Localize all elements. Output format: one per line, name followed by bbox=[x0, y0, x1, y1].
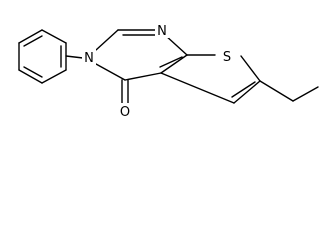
n-phenyl-bond bbox=[65, 55, 84, 59]
svg-text:S: S bbox=[223, 50, 231, 65]
atom-s: S bbox=[220, 48, 234, 65]
ethyl-group bbox=[259, 80, 319, 102]
carbonyl-bond bbox=[121, 79, 129, 105]
svg-text:O: O bbox=[120, 105, 130, 120]
molecule-structure: N N S O bbox=[18, 22, 319, 120]
atom-n1: N bbox=[155, 22, 169, 39]
svg-text:N: N bbox=[157, 24, 167, 39]
atom-n3: N bbox=[82, 49, 96, 66]
atom-o: O bbox=[117, 103, 133, 120]
phenyl-ring bbox=[18, 29, 67, 84]
pyrimidinone-ring bbox=[95, 29, 188, 81]
svg-text:N: N bbox=[84, 51, 94, 66]
thiophene-ring bbox=[160, 54, 261, 104]
